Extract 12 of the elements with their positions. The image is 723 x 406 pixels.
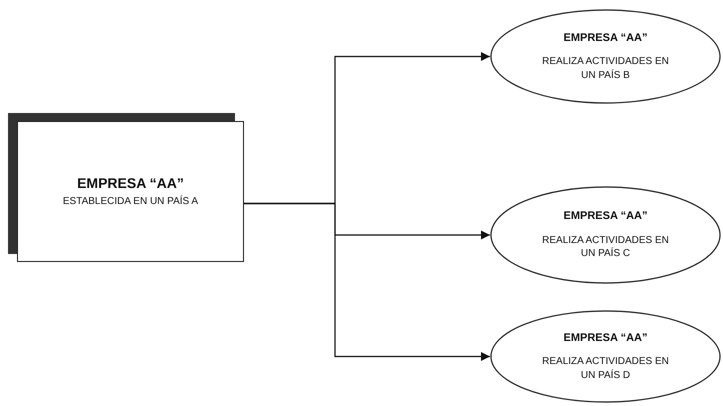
activity-ellipse: [490, 9, 721, 104]
company-name: EMPRESA “AA”: [564, 330, 648, 346]
company-description: ESTABLECIDA EN UN PAÍS A: [62, 195, 198, 209]
connector-arrow: [244, 202, 490, 361]
activity-ellipse: [490, 310, 721, 403]
company-description: REALIZA ACTIVIDADES EN UN PAÍS C: [541, 234, 670, 261]
company-name: EMPRESA “AA”: [564, 209, 648, 224]
company-description: REALIZA ACTIVIDADES EN UN PAÍS D: [541, 355, 670, 382]
company-name: EMPRESA “AA”: [77, 174, 184, 194]
company-name: EMPRESA “AA”: [564, 30, 648, 46]
company-description: REALIZA ACTIVIDADES EN UN PAÍS B: [541, 55, 670, 82]
activity-ellipse: [490, 186, 721, 284]
